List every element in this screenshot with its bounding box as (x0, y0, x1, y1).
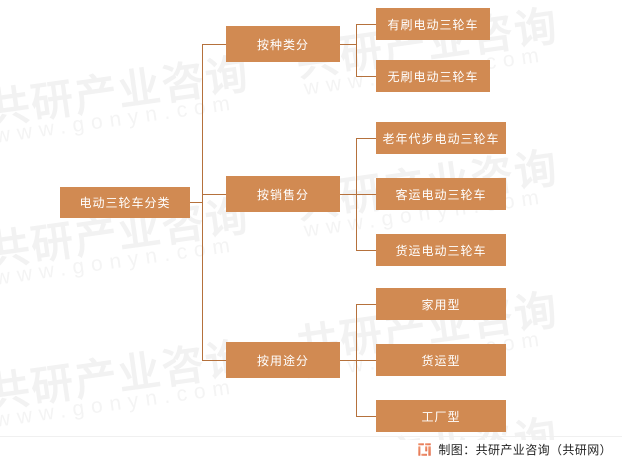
node-leaf-household-type[interactable]: 家用型 (376, 288, 506, 320)
connector-branch3-out (340, 360, 357, 361)
node-root[interactable]: 电动三轮车分类 (60, 187, 190, 218)
node-leaf-freight-type[interactable]: 货运型 (376, 344, 506, 376)
connector-branch-stub (202, 360, 226, 361)
connector-branch2-out (340, 194, 357, 195)
footer-credit: 制图：共研产业咨询（共研网） (438, 442, 612, 457)
connector-branch-stub (202, 44, 226, 45)
connector-branch1-out (340, 44, 357, 45)
node-leaf-passenger[interactable]: 客运电动三轮车 (376, 178, 506, 210)
connector-leaf-stub (356, 250, 376, 251)
watermark-brand: 共研产业咨询 (0, 332, 253, 419)
connector-leaf-stub (356, 416, 376, 417)
node-leaf-brushed[interactable]: 有刷电动三轮车 (376, 8, 490, 40)
node-leaf-factory-type[interactable]: 工厂型 (376, 400, 506, 432)
connector-branch1-spine (356, 24, 357, 76)
connector-leaf-stub (356, 138, 376, 139)
node-branch-by-type[interactable]: 按种类分 (226, 26, 340, 62)
connector-leaf-stub (356, 304, 376, 305)
node-leaf-brushless[interactable]: 无刷电动三轮车 (376, 60, 490, 92)
node-leaf-elderly-mobility[interactable]: 老年代步电动三轮车 (376, 122, 506, 154)
footer-divider (0, 436, 622, 437)
node-leaf-freight[interactable]: 货运电动三轮车 (376, 234, 506, 266)
connector-root-stub (190, 202, 203, 203)
connector-leaf-stub (356, 194, 376, 195)
watermark-url: www.gonyn.com (0, 375, 239, 432)
connector-main-spine (202, 44, 203, 360)
node-branch-by-use[interactable]: 按用途分 (226, 342, 340, 378)
connector-leaf-stub (356, 76, 376, 77)
connector-leaf-stub (356, 360, 376, 361)
watermark-brand: 共研产业咨询 (0, 48, 253, 135)
node-branch-by-sales[interactable]: 按销售分 (226, 176, 340, 212)
footer: 制图：共研产业咨询（共研网） (0, 437, 622, 461)
connector-leaf-stub (356, 24, 376, 25)
connector-branch-stub (202, 194, 226, 195)
gonyn-logo-icon (418, 442, 432, 456)
